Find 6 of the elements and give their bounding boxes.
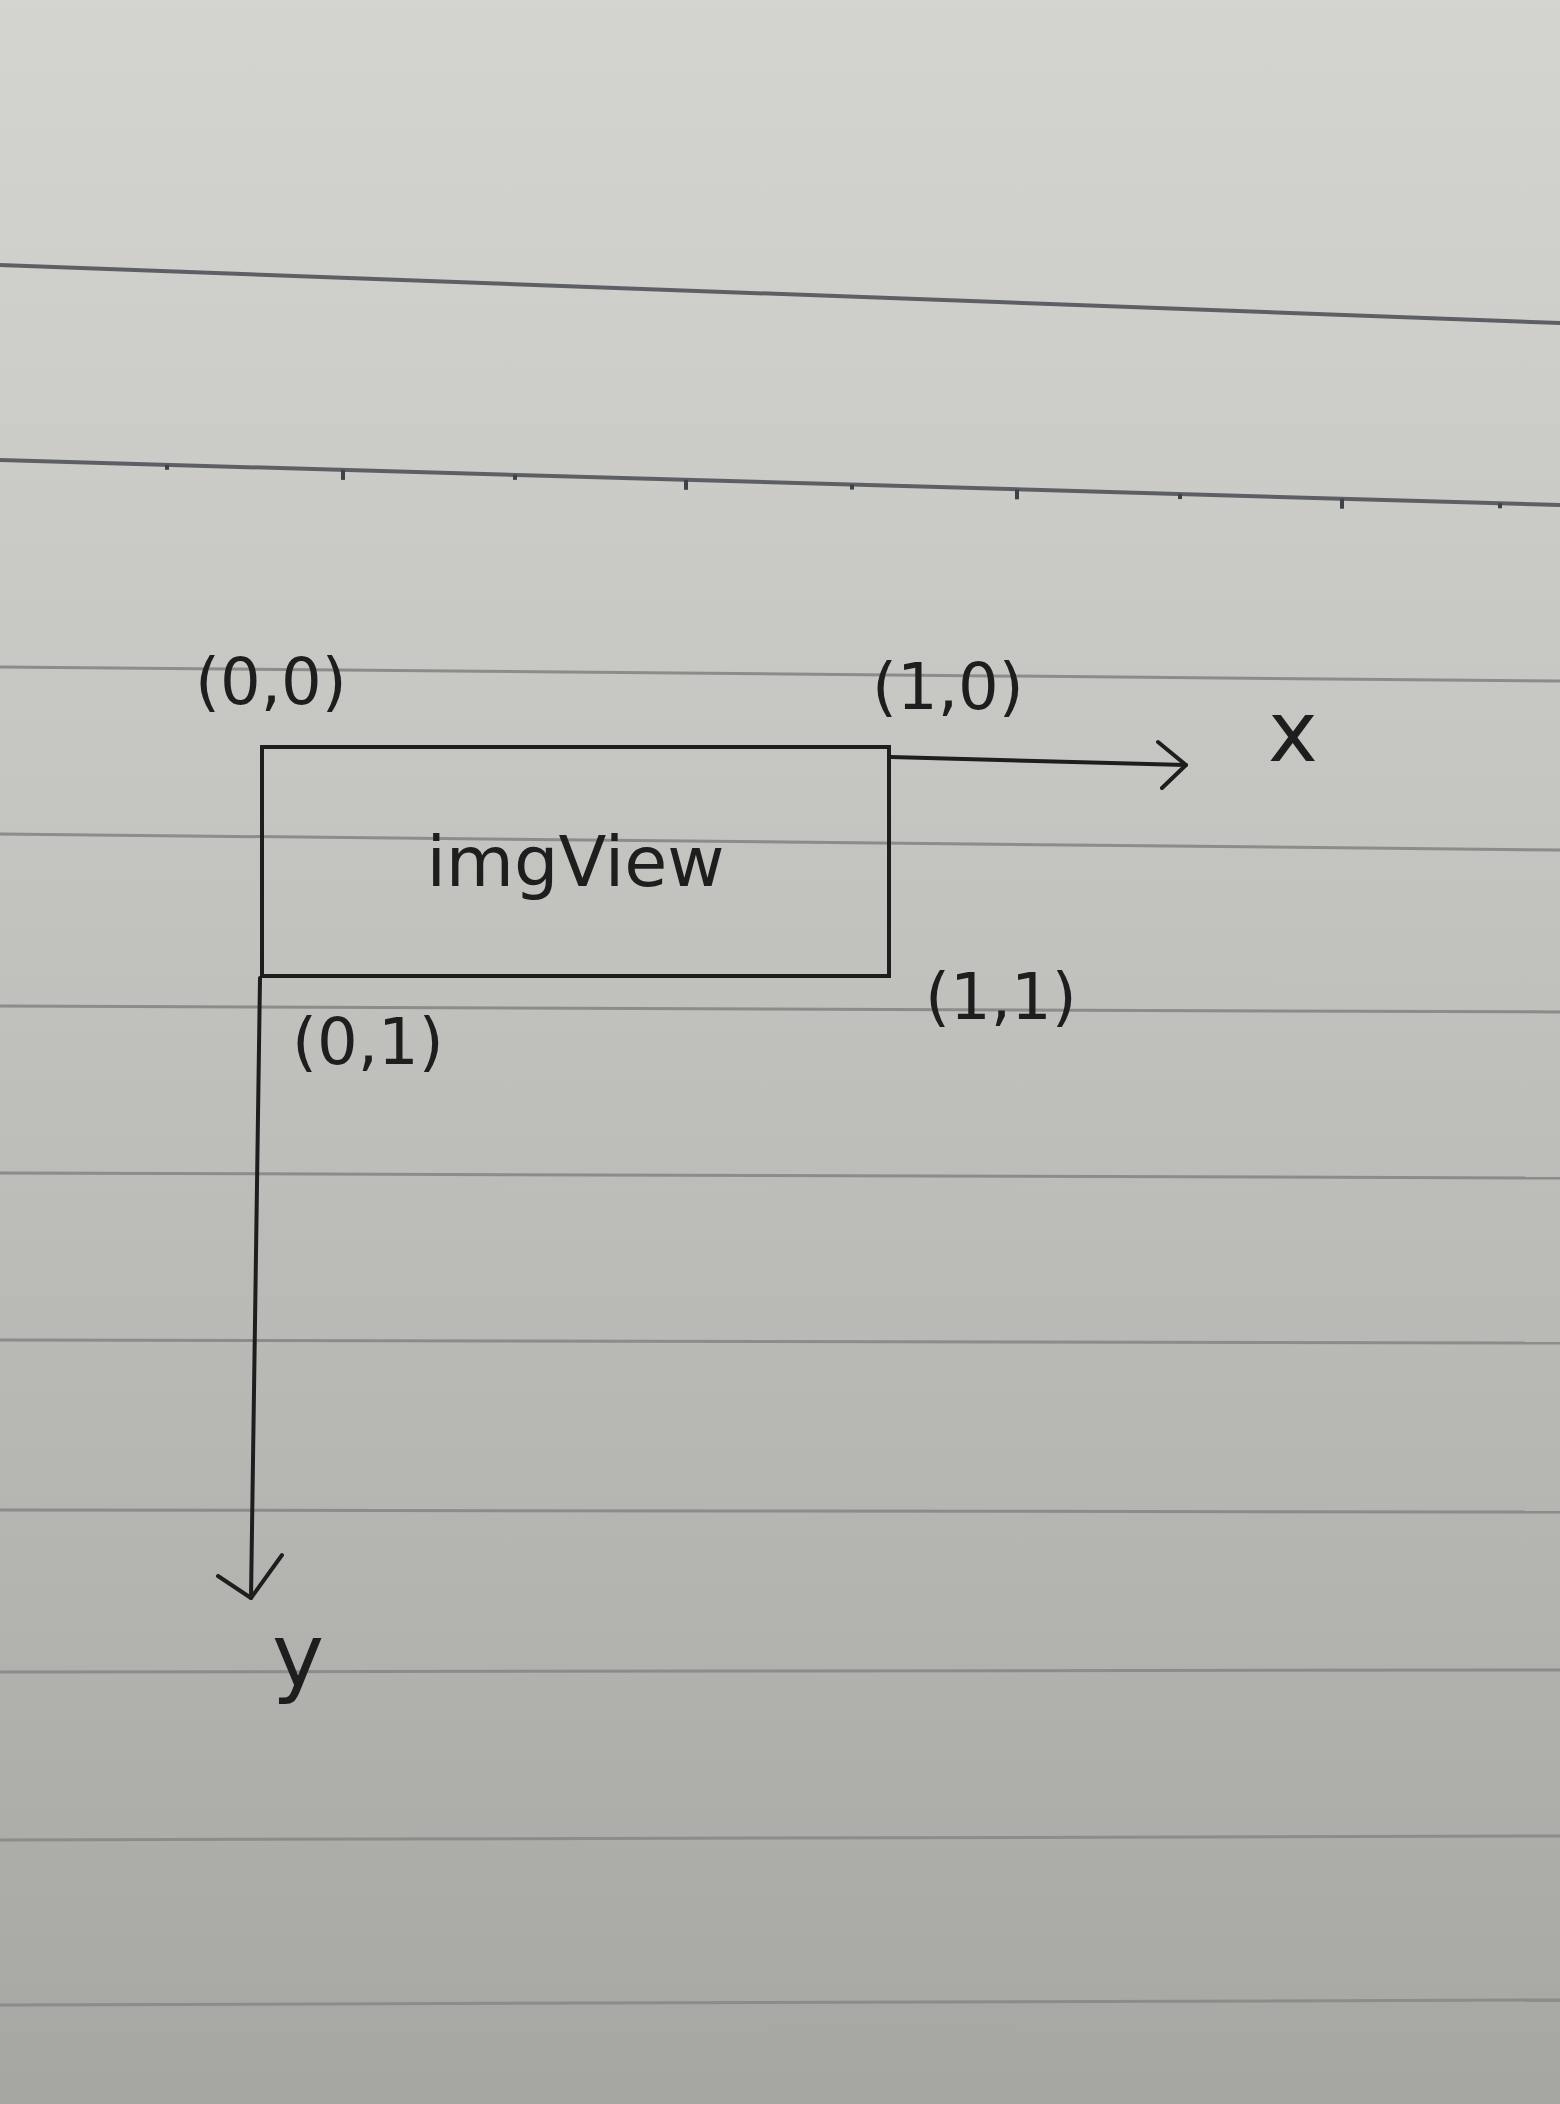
- corner-coordinate-label: (0,0): [195, 650, 347, 714]
- corner-coordinate-label: (0,1): [292, 1010, 444, 1074]
- corner-coordinate-label: (1,1): [925, 965, 1077, 1029]
- axis-label: x: [1268, 690, 1318, 774]
- corner-coordinate-label: (1,0): [872, 655, 1024, 719]
- rectangle-box: [260, 745, 891, 978]
